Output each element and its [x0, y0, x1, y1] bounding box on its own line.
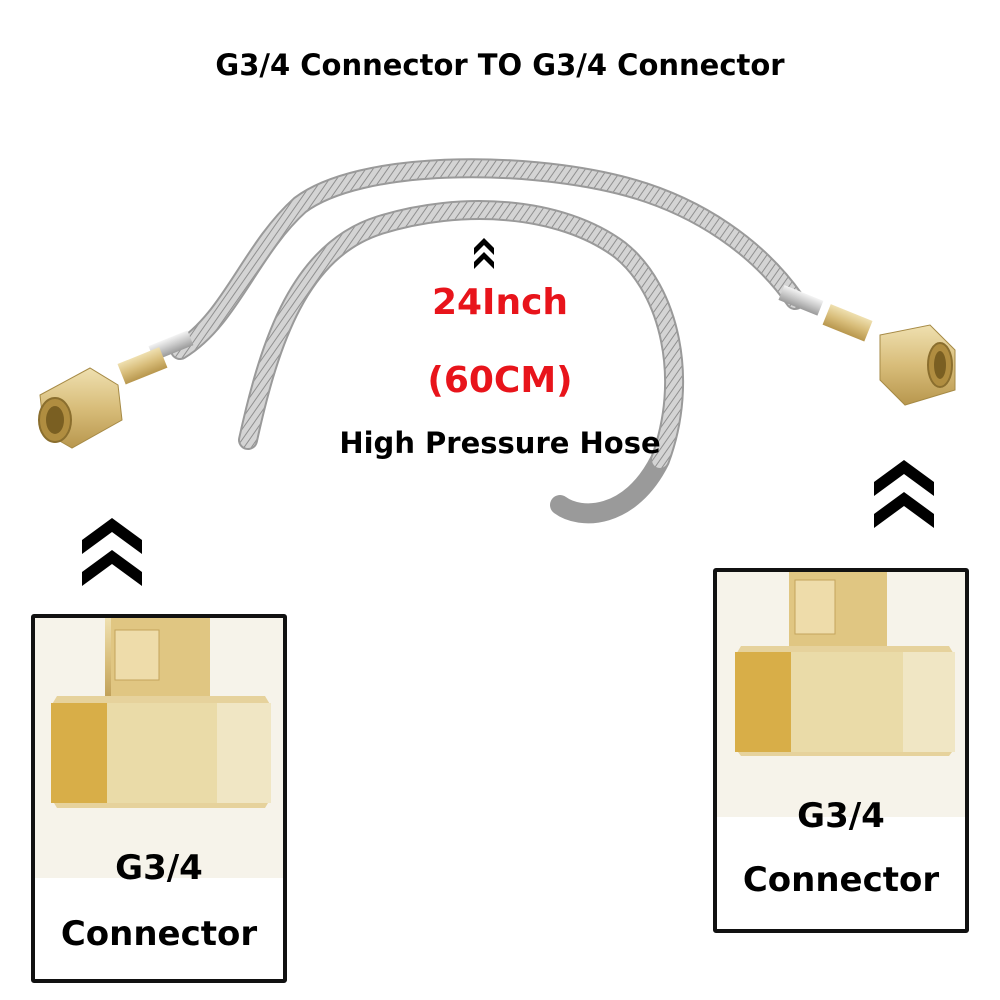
left-connector-size: G3/4 — [115, 848, 203, 888]
right-brass-fitting — [778, 285, 956, 406]
right-connector-label: Connector — [742, 860, 940, 900]
left-connector-callout: G3/4 Connector — [31, 614, 287, 983]
hose-length-inch: 24Inch — [431, 282, 569, 323]
page-title: G3/4 Connector TO G3/4 Connector — [215, 48, 785, 82]
double-chevron-up-icon — [82, 518, 142, 586]
hose-description: High Pressure Hose — [339, 426, 661, 460]
connector-closeup-image — [717, 572, 965, 817]
left-connector-label: Connector — [60, 914, 258, 954]
right-connector-callout: G3/4 Connector — [713, 568, 969, 933]
hose-length-cm: (60CM) — [427, 360, 573, 401]
double-chevron-up-icon — [474, 238, 494, 269]
braided-hose — [170, 158, 805, 524]
double-chevron-up-icon — [874, 460, 934, 528]
left-brass-fitting — [38, 330, 194, 449]
right-connector-size: G3/4 — [797, 796, 885, 836]
connector-closeup-image — [35, 618, 283, 878]
